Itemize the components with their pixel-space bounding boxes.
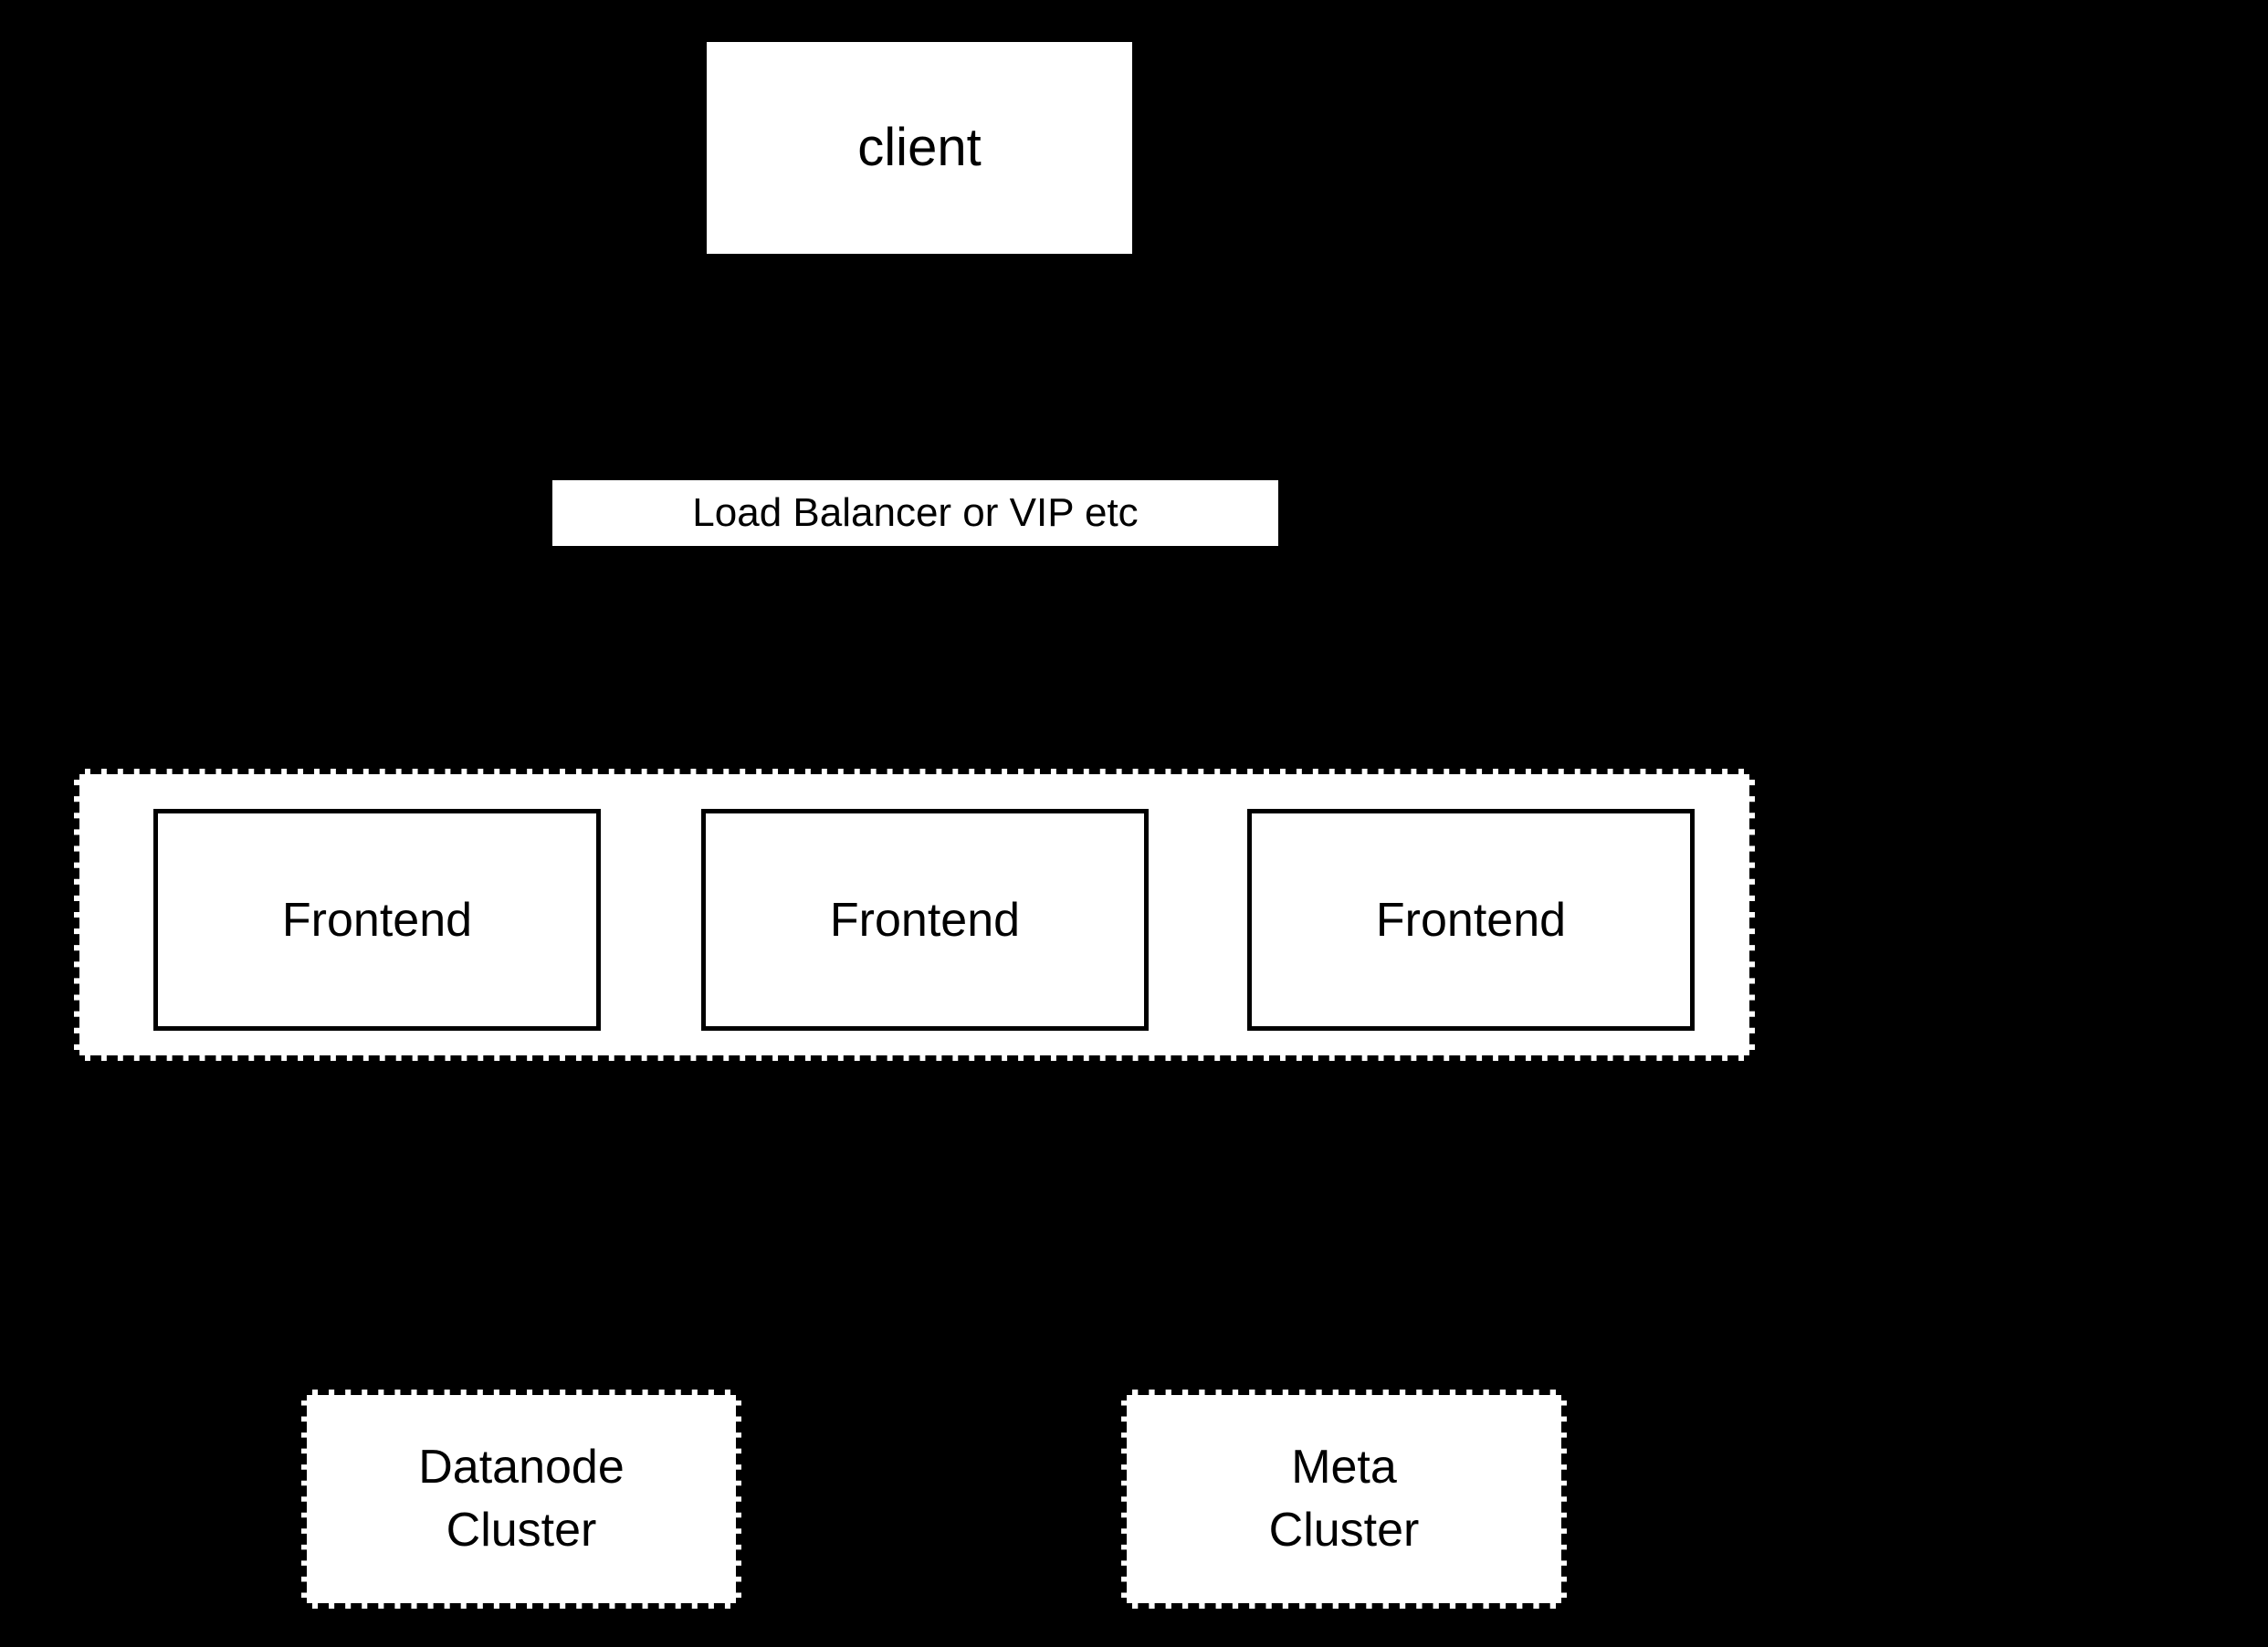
connector-load-balancer-to-frontend-group	[913, 548, 917, 769]
meta-cluster-node[interactable]: Meta Cluster	[1121, 1390, 1567, 1609]
frontend-node-3[interactable]: Frontend	[1247, 809, 1695, 1031]
connector-client-to-load-balancer	[918, 256, 921, 478]
connector-frontend-to-datanode-cluster	[520, 1061, 523, 1390]
frontend-node-1[interactable]: Frontend	[153, 809, 601, 1031]
connector-frontend-to-meta-cluster	[1342, 1061, 1346, 1390]
datanode-cluster-node[interactable]: Datanode Cluster	[301, 1390, 741, 1609]
frontend-group-container: Frontend Frontend Frontend	[74, 769, 1755, 1061]
client-node[interactable]: client	[705, 40, 1134, 256]
load-balancer-node[interactable]: Load Balancer or VIP etc	[551, 478, 1280, 548]
frontend-node-2[interactable]: Frontend	[701, 809, 1149, 1031]
